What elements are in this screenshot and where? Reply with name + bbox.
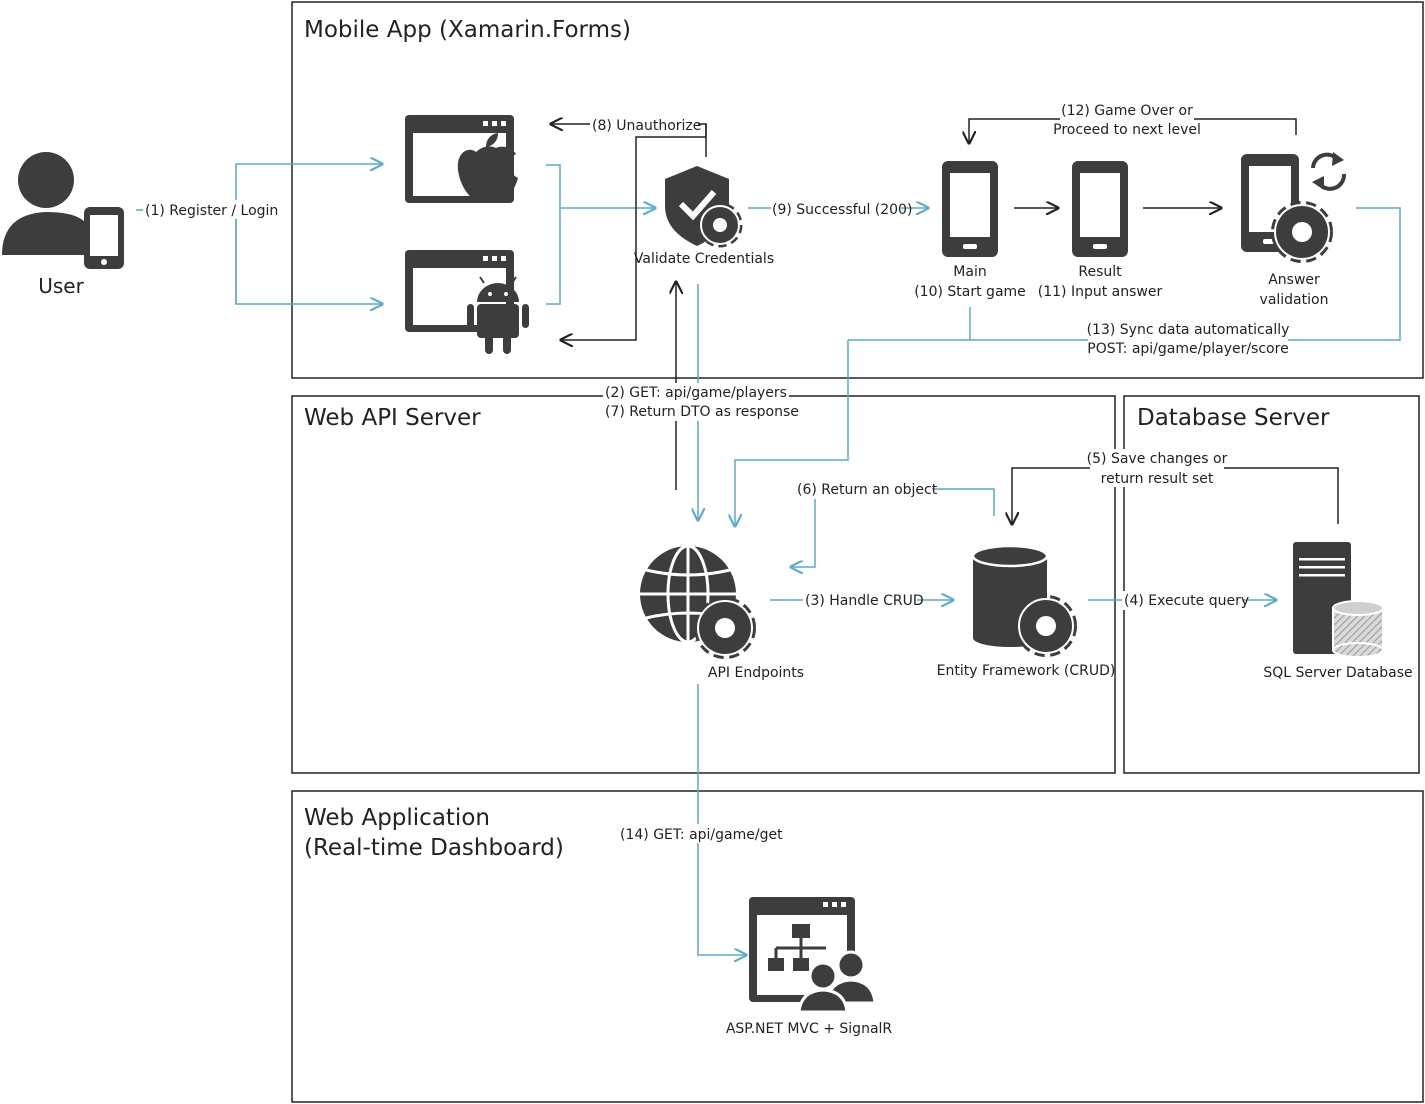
panel-mobile-app: Mobile App (Xamarin.Forms)	[291, 1, 1424, 379]
node-api-endpoints: API Endpoints	[640, 544, 804, 681]
node-entity-framework: Entity Framework (CRUD)	[937, 544, 1116, 679]
label-game-over-line1: (12) Game Over or	[1061, 103, 1193, 119]
node-validate-credentials: Validate Credentials	[634, 166, 774, 267]
edge-return-object	[791, 488, 995, 567]
label-return-object: (6) Return an object	[797, 482, 938, 498]
label-unauthorize: (8) Unauthorize	[592, 118, 701, 134]
answer-sublabel: validation	[1260, 292, 1329, 308]
server-database-icon	[1293, 542, 1384, 658]
node-result: Result (11) Input answer	[1038, 161, 1163, 300]
label-get-dashboard: (14) GET: api/game/get	[620, 827, 783, 843]
shield-gear-icon	[665, 166, 743, 248]
smartphone-gear-refresh-icon	[1241, 152, 1346, 263]
sql-label: SQL Server Database	[1263, 665, 1412, 681]
panel-web-application: Web Application (Real-time Dashboard)	[291, 790, 1424, 1103]
edge-labels: (1) Register / Login (8) Unauthorize (9)…	[143, 100, 1289, 843]
smartphone-icon	[942, 161, 998, 257]
android-app-window-icon	[405, 250, 529, 354]
aspnet-label: ASP.NET MVC + SignalR	[726, 1021, 893, 1037]
ios-app-window-icon	[405, 115, 518, 203]
panel-webapp-title-line2: (Real-time Dashboard)	[304, 835, 564, 861]
validate-label: Validate Credentials	[634, 251, 774, 267]
node-answer-validation: Answer validation	[1241, 152, 1346, 308]
smartphone-icon	[1072, 161, 1128, 257]
label-get-players: (2) GET: api/game/players	[605, 385, 787, 401]
database-gear-icon	[971, 544, 1077, 657]
node-aspnet-dashboard: ASP.NET MVC + SignalR	[726, 897, 893, 1037]
panel-mobile-title: Mobile App (Xamarin.Forms)	[304, 17, 631, 43]
label-save-changes-line2: return result set	[1101, 471, 1214, 487]
main-sublabel: (10) Start game	[914, 284, 1026, 300]
label-sync-line1: (13) Sync data automatically	[1087, 322, 1290, 338]
answer-label: Answer	[1268, 272, 1320, 288]
dashboard-users-icon	[749, 897, 877, 1014]
user-icon	[2, 152, 124, 269]
label-handle-crud: (3) Handle CRUD	[805, 593, 924, 609]
label-execute-query: (4) Execute query	[1124, 593, 1249, 609]
edge-sync-down	[735, 340, 849, 526]
label-register-login: (1) Register / Login	[145, 203, 278, 219]
panel-webapp-title-line1: Web Application	[304, 805, 490, 831]
result-label: Result	[1078, 264, 1122, 280]
node-sql-server: SQL Server Database	[1263, 542, 1413, 681]
node-main: Main (10) Start game	[914, 161, 1026, 300]
user-label: User	[38, 274, 84, 298]
label-save-changes-line1: (5) Save changes or	[1087, 451, 1228, 467]
api-label: API Endpoints	[708, 665, 804, 681]
edge-apps-to-validate	[546, 164, 655, 305]
edge-get-dashboard	[697, 684, 746, 955]
edge-unauthorize-android	[561, 124, 707, 340]
globe-gear-icon	[640, 544, 756, 659]
panel-webapi-title: Web API Server	[304, 405, 481, 431]
ef-label: Entity Framework (CRUD)	[937, 663, 1116, 679]
label-return-dto: (7) Return DTO as response	[605, 404, 799, 420]
panel-database-title: Database Server	[1137, 405, 1330, 431]
edge-to-ios	[235, 164, 382, 304]
result-sublabel: (11) Input answer	[1038, 284, 1163, 300]
label-sync-line2: POST: api/game/player/score	[1087, 341, 1288, 357]
edge-to-android	[235, 210, 382, 304]
main-label: Main	[953, 264, 986, 280]
node-user: User	[2, 152, 124, 298]
label-successful: (9) Successful (200)	[772, 202, 912, 218]
panel-database-server: Database Server	[1123, 395, 1420, 774]
label-game-over-line2: Proceed to next level	[1053, 122, 1201, 138]
